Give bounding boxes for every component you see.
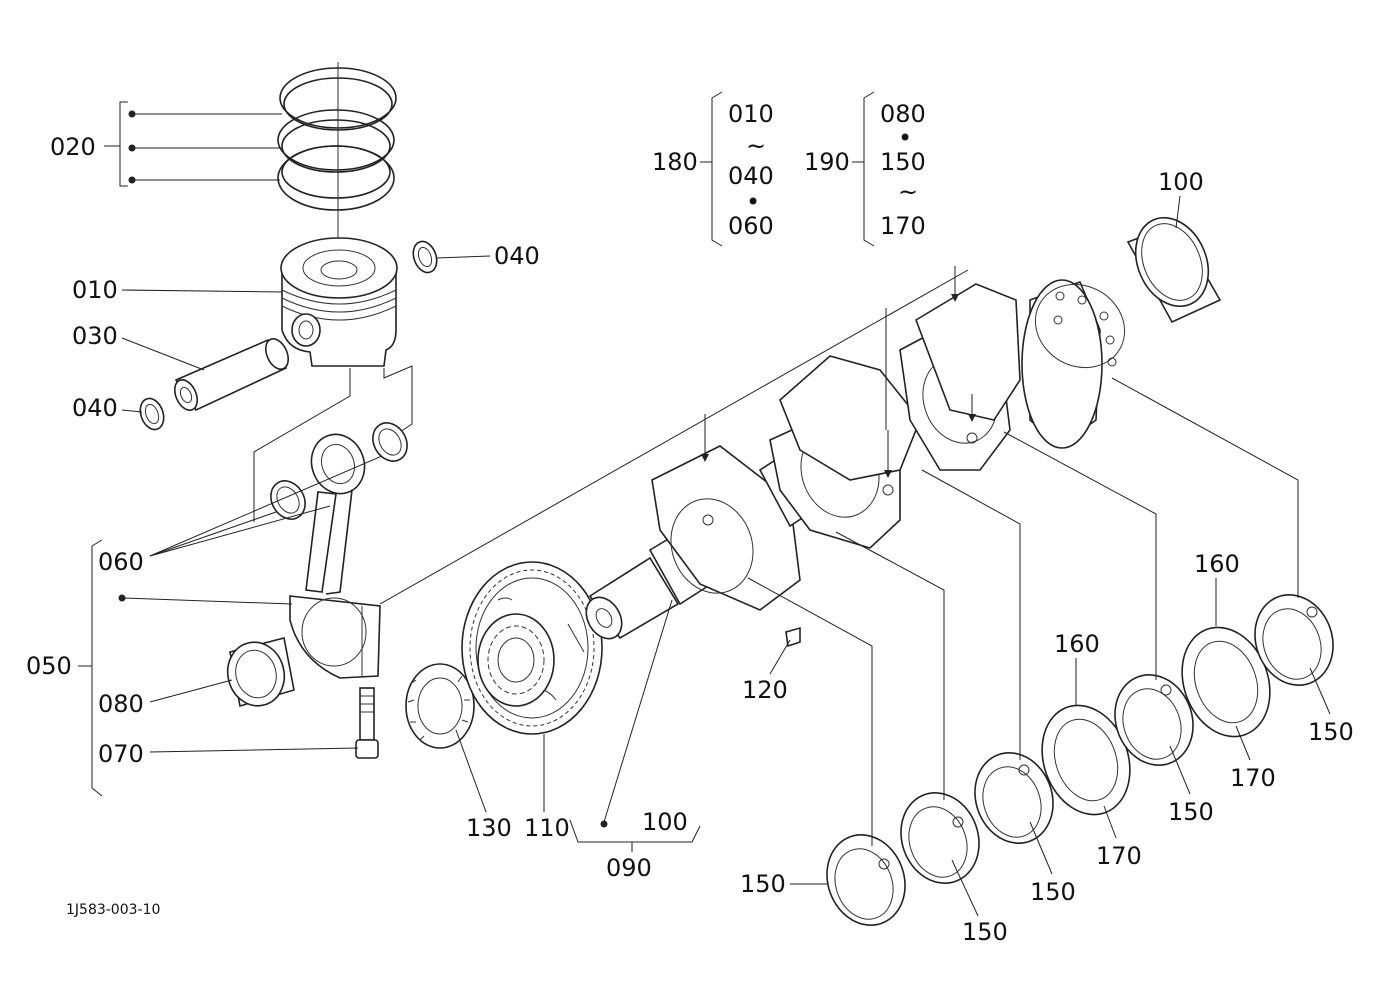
kit-180-line2: 040 bbox=[728, 162, 774, 190]
kit-190-line2: 150 bbox=[880, 148, 926, 176]
crankshaft bbox=[585, 266, 1126, 640]
label-040-lower: 040 bbox=[72, 394, 118, 422]
main-bearing-3 bbox=[974, 752, 1054, 844]
bushing-left bbox=[270, 480, 306, 520]
rear-sleeve bbox=[1126, 216, 1222, 324]
piston bbox=[280, 237, 398, 367]
kit-190-number: 190 bbox=[804, 148, 850, 176]
label-020-group: 020 bbox=[50, 101, 282, 187]
label-100-front: 100 bbox=[642, 808, 688, 836]
label-150-1: 150 bbox=[740, 870, 786, 898]
kit-180-line3: 060 bbox=[728, 212, 774, 240]
conrod-bearing bbox=[226, 637, 295, 708]
label-150-3: 150 bbox=[1030, 878, 1076, 906]
label-020: 020 bbox=[50, 133, 96, 161]
thrust-washer-1 bbox=[1041, 704, 1131, 816]
drawing-id: 1J583-003-10 bbox=[66, 902, 160, 918]
kit-180-number: 180 bbox=[652, 148, 698, 176]
kit-180-group: 180 010 ~ 040 • 060 bbox=[652, 91, 774, 247]
piston-rings bbox=[277, 62, 397, 330]
idle-gear-large bbox=[461, 561, 603, 735]
label-160-2: 160 bbox=[1194, 550, 1240, 578]
kit-180-sep1: ~ bbox=[746, 132, 766, 160]
rod-to-crank-guide bbox=[379, 269, 969, 605]
crank-gear-small bbox=[405, 663, 475, 749]
kit-180-sep2: • bbox=[746, 188, 760, 216]
label-110: 110 bbox=[524, 814, 570, 842]
label-050: 050 bbox=[26, 652, 72, 680]
label-150-5: 150 bbox=[1308, 718, 1354, 746]
snap-ring-upper bbox=[412, 240, 438, 274]
label-040-upper: 040 bbox=[494, 242, 540, 270]
label-010: 010 bbox=[72, 276, 118, 304]
kit-190-group: 190 080 • 150 ~ 170 bbox=[804, 91, 926, 247]
bearing-leader-lines bbox=[747, 377, 1299, 846]
label-120: 120 bbox=[742, 676, 788, 704]
label-050-group: 050 bbox=[26, 539, 293, 797]
kit-190-sep2: ~ bbox=[898, 178, 918, 206]
kit-190-sep1: • bbox=[898, 124, 912, 152]
label-150-2: 150 bbox=[962, 918, 1008, 946]
label-060: 060 bbox=[98, 548, 144, 576]
piston-pin bbox=[173, 338, 290, 412]
label-090: 090 bbox=[606, 854, 652, 882]
main-bearing-4 bbox=[1114, 674, 1194, 766]
snap-ring-lower bbox=[139, 397, 165, 431]
label-060-group: 060 bbox=[98, 455, 383, 576]
main-bearing-2 bbox=[900, 792, 980, 884]
bushing-right bbox=[372, 422, 408, 462]
connecting-rod bbox=[289, 433, 381, 679]
label-170-2: 170 bbox=[1230, 764, 1276, 792]
label-100-rear: 100 bbox=[1158, 168, 1204, 196]
label-030: 030 bbox=[72, 322, 118, 350]
label-070: 070 bbox=[98, 740, 144, 768]
main-bearing-1 bbox=[826, 834, 906, 926]
label-150-4: 150 bbox=[1168, 798, 1214, 826]
main-bearing-5 bbox=[1254, 594, 1334, 686]
label-080: 080 bbox=[98, 690, 144, 718]
label-090-group: 100 090 bbox=[569, 599, 701, 882]
kit-190-line3: 170 bbox=[880, 212, 926, 240]
label-170-1: 170 bbox=[1096, 842, 1142, 870]
assembly-guide-lines bbox=[253, 365, 413, 522]
label-160-1: 160 bbox=[1054, 630, 1100, 658]
label-130: 130 bbox=[466, 814, 512, 842]
kit-190-line1: 080 bbox=[880, 100, 926, 128]
conrod-bolt bbox=[355, 687, 379, 759]
kit-180-line1: 010 bbox=[728, 100, 774, 128]
